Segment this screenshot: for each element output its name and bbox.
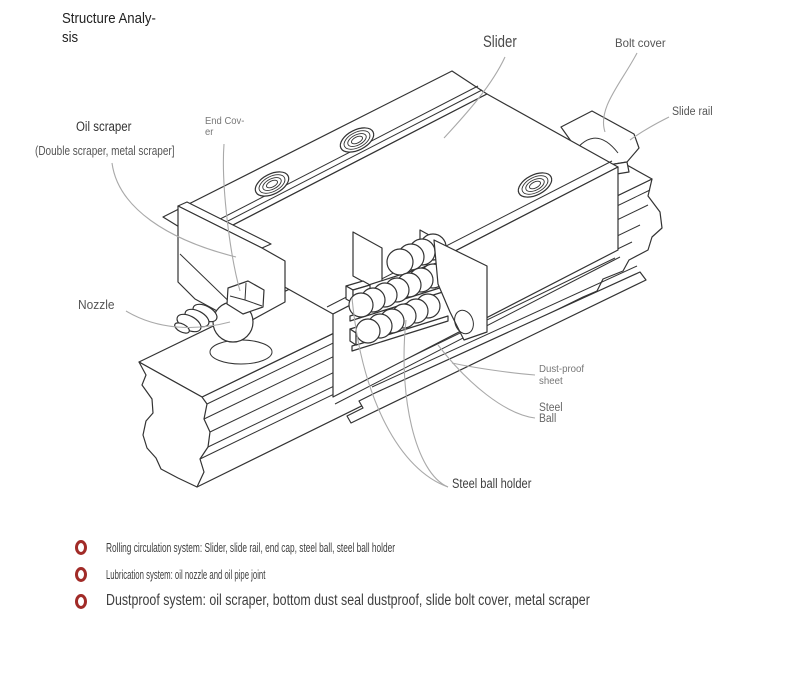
label-slide-rail: Slide rail xyxy=(672,106,713,118)
legend-text: Lubrication system: oil nozzle and oil p… xyxy=(106,567,266,582)
legend-item-rolling: Rolling circulation system: Slider, slid… xyxy=(75,540,558,555)
label-oil-scraper: Oil scraper xyxy=(76,119,132,134)
page-title: Structure Analy- sis xyxy=(62,10,156,48)
label-end-cover: End Cov- er xyxy=(205,115,245,138)
label-slider: Slider xyxy=(483,33,517,51)
legend-item-dustproof: Dustproof system: oil scraper, bottom du… xyxy=(75,592,711,610)
legend-text: Dustproof system: oil scraper, bottom du… xyxy=(106,592,590,609)
dust-proof-sheet-drawing xyxy=(346,265,647,424)
legend-item-lubrication: Lubrication system: oil nozzle and oil p… xyxy=(75,567,363,582)
bullet-ring-icon xyxy=(75,540,87,555)
page-title-line1: Structure Analy- xyxy=(62,10,156,27)
label-oil-scraper-sub: (Double scraper, metal scraper] xyxy=(35,144,175,158)
leader-nozzle xyxy=(125,310,231,329)
leader-slider xyxy=(443,56,506,139)
leader-lines xyxy=(111,52,670,488)
leader-ball-holder-2 xyxy=(403,319,449,488)
threaded-hole xyxy=(517,172,553,198)
legend-text: Rolling circulation system: Slider, slid… xyxy=(106,540,396,555)
label-nozzle: Nozzle xyxy=(78,297,115,312)
leader-end-cover xyxy=(222,143,241,292)
leader-ball-holder-1 xyxy=(351,297,449,488)
leader-bolt-cover xyxy=(602,52,638,133)
label-steel-ball-holder: Steel ball holder xyxy=(452,476,532,491)
threaded-hole xyxy=(254,171,290,197)
end-bracket-drawing xyxy=(433,239,488,341)
label-bolt-cover: Bolt cover xyxy=(615,36,666,50)
threaded-hole xyxy=(339,127,375,153)
bullet-ring-icon xyxy=(75,593,87,609)
leader-steel-ball xyxy=(437,344,536,419)
leader-oil-scraper xyxy=(111,162,237,258)
nozzle-drawing xyxy=(174,280,273,365)
label-dust-proof-sheet: Dust-proof sheet xyxy=(539,363,585,387)
label-steel-ball: Steel Ball xyxy=(539,402,563,425)
leader-slide-rail xyxy=(629,116,670,141)
bullet-ring-icon xyxy=(75,567,87,582)
page-title-line2: sis xyxy=(62,28,79,46)
leader-dust-proof xyxy=(451,362,536,376)
cutaway-section xyxy=(345,229,488,352)
